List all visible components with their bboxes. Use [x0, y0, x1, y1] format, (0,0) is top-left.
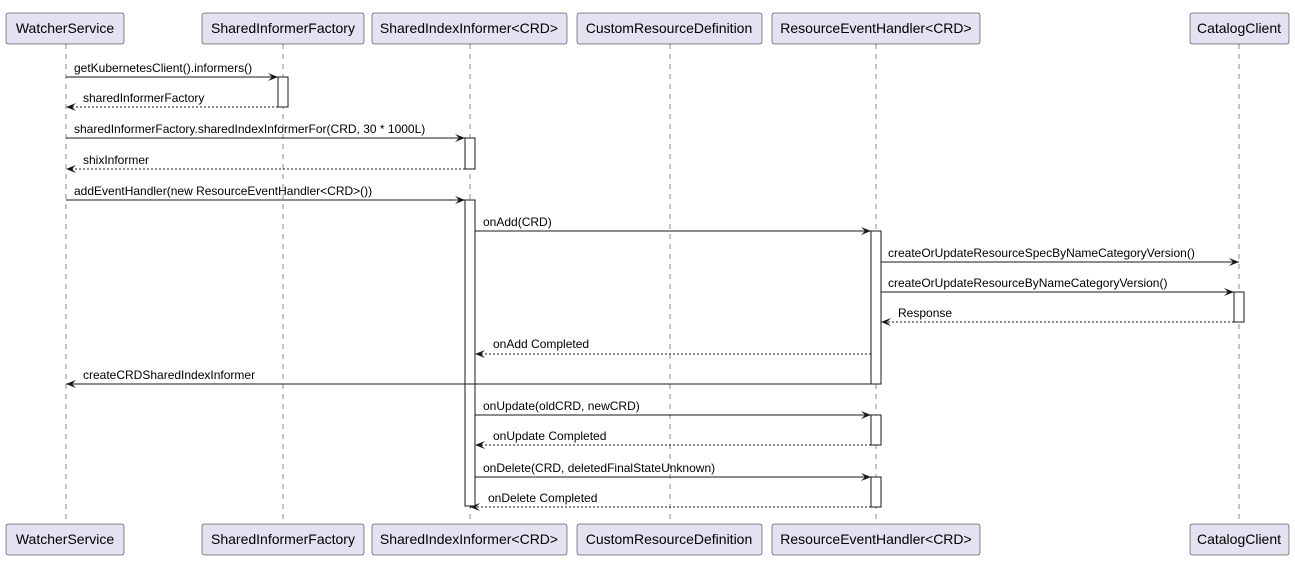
message-return-on-update-completed: onUpdate Completed: [475, 429, 871, 449]
message-shared-index-informer-for: sharedInformerFactory.sharedIndexInforme…: [66, 122, 465, 142]
svg-text:SharedIndexInformer<CRD>: SharedIndexInformer<CRD>: [380, 531, 558, 547]
activation-bars: [277, 76, 1245, 508]
participant-custom-resource-definition-footer[interactable]: CustomResourceDefinition: [576, 523, 763, 556]
participant-catalog-client-footer[interactable]: CatalogClient: [1189, 523, 1290, 556]
svg-text:getKubernetesClient().informer: getKubernetesClient().informers(): [74, 61, 252, 75]
participant-resource-event-handler[interactable]: ResourceEventHandler<CRD>: [771, 12, 981, 45]
svg-text:addEventHandler(new ResourceEv: addEventHandler(new ResourceEventHandler…: [74, 184, 372, 198]
message-add-event-handler: addEventHandler(new ResourceEventHandler…: [66, 184, 465, 204]
svg-text:SharedIndexInformer<CRD>: SharedIndexInformer<CRD>: [380, 20, 558, 36]
message-return-response: Response: [881, 306, 1234, 326]
activation-bar: [1233, 291, 1245, 323]
messages: getKubernetesClient().informers() shared…: [66, 61, 1239, 511]
participants-top: WatcherService SharedInformerFactory Sha…: [5, 12, 1290, 45]
svg-text:sharedInformerFactory.sharedIn: sharedInformerFactory.sharedIndexInforme…: [74, 122, 425, 136]
svg-text:onUpdate(oldCRD, newCRD): onUpdate(oldCRD, newCRD): [483, 399, 640, 413]
svg-text:onUpdate Completed: onUpdate Completed: [493, 429, 606, 443]
activation-bar: [277, 76, 289, 108]
participant-shared-index-informer[interactable]: SharedIndexInformer<CRD>: [371, 12, 568, 45]
activation-bar: [870, 230, 882, 385]
activation-bar: [870, 476, 882, 508]
svg-text:WatcherService: WatcherService: [16, 531, 115, 547]
participant-custom-resource-definition[interactable]: CustomResourceDefinition: [576, 12, 763, 45]
message-on-add: onAdd(CRD): [475, 215, 871, 235]
participant-shared-informer-factory[interactable]: SharedInformerFactory: [201, 12, 365, 45]
activation-bar: [464, 137, 476, 170]
svg-text:onDelete(CRD, deletedFinalStat: onDelete(CRD, deletedFinalStateUnknown): [483, 461, 715, 475]
participants-bottom: WatcherService SharedInformerFactory Sha…: [5, 523, 1290, 556]
message-create-or-update-resource: createOrUpdateResourceByNameCategoryVers…: [881, 276, 1234, 296]
message-create-crd-shared-index-informer: createCRDSharedIndexInformer: [66, 368, 871, 388]
message-return-shix-informer: shixInformer: [66, 153, 465, 173]
svg-text:onAdd(CRD): onAdd(CRD): [483, 215, 552, 229]
participant-watcher-service-footer[interactable]: WatcherService: [5, 523, 125, 556]
svg-text:ResourceEventHandler<CRD>: ResourceEventHandler<CRD>: [780, 531, 971, 547]
activation-bar: [870, 414, 882, 446]
participant-shared-informer-factory-footer[interactable]: SharedInformerFactory: [201, 523, 365, 556]
svg-text:Response: Response: [898, 306, 952, 320]
message-get-informers: getKubernetesClient().informers(): [66, 61, 278, 81]
message-return-shared-informer-factory: sharedInformerFactory: [66, 91, 278, 111]
participant-resource-event-handler-footer[interactable]: ResourceEventHandler<CRD>: [771, 523, 981, 556]
svg-text:SharedInformerFactory: SharedInformerFactory: [211, 531, 355, 547]
svg-text:CustomResourceDefinition: CustomResourceDefinition: [586, 20, 753, 36]
svg-text:onAdd Completed: onAdd Completed: [493, 337, 589, 351]
svg-text:SharedInformerFactory: SharedInformerFactory: [211, 20, 355, 36]
svg-text:CatalogClient: CatalogClient: [1197, 531, 1281, 547]
svg-text:ResourceEventHandler<CRD>: ResourceEventHandler<CRD>: [780, 20, 971, 36]
message-create-or-update-resource-spec: createOrUpdateResourceSpecByNameCategory…: [881, 246, 1239, 266]
participant-shared-index-informer-footer[interactable]: SharedIndexInformer<CRD>: [371, 523, 568, 556]
message-return-on-add-completed: onAdd Completed: [475, 337, 871, 358]
participant-watcher-service[interactable]: WatcherService: [5, 12, 125, 45]
participant-catalog-client[interactable]: CatalogClient: [1189, 12, 1290, 45]
svg-text:shixInformer: shixInformer: [83, 153, 149, 167]
svg-text:CatalogClient: CatalogClient: [1197, 20, 1281, 36]
svg-text:CustomResourceDefinition: CustomResourceDefinition: [586, 531, 753, 547]
message-on-delete: onDelete(CRD, deletedFinalStateUnknown): [475, 461, 871, 481]
svg-text:sharedInformerFactory: sharedInformerFactory: [83, 91, 204, 105]
svg-text:onDelete Completed: onDelete Completed: [488, 491, 597, 505]
svg-text:createCRDSharedIndexInformer: createCRDSharedIndexInformer: [83, 368, 255, 382]
svg-text:WatcherService: WatcherService: [16, 20, 115, 36]
message-return-on-delete-completed: onDelete Completed: [470, 491, 871, 511]
activation-bar: [464, 199, 476, 507]
svg-text:createOrUpdateResourceSpecByNa: createOrUpdateResourceSpecByNameCategory…: [888, 246, 1195, 260]
message-on-update: onUpdate(oldCRD, newCRD): [475, 399, 871, 419]
svg-text:createOrUpdateResourceByNameCa: createOrUpdateResourceByNameCategoryVers…: [888, 276, 1167, 290]
